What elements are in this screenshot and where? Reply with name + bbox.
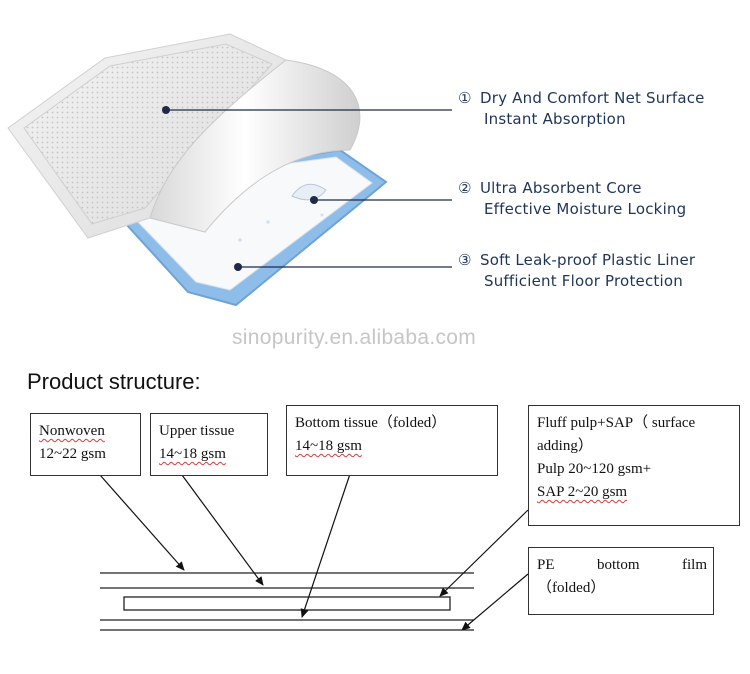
pe-film-line1: PE bottom film — [537, 554, 707, 577]
callout-1-line1: Dry And Comfort Net Surface — [480, 89, 705, 107]
pad-layers-illustration — [7, 33, 452, 307]
fluff-pulp-line3: Pulp 20~120 gsm+ — [537, 461, 652, 477]
label-box-upper-tissue: Upper tissue 14~18 gsm — [150, 413, 268, 476]
arrow-bottom-tissue — [300, 473, 351, 618]
marker-1 — [162, 106, 170, 114]
fluff-pulp-line4: SAP 2~20 gsm — [537, 484, 628, 500]
arrow-nonwoven — [99, 474, 185, 571]
callout-2-line2: Effective Moisture Locking — [484, 200, 687, 218]
bottom-tissue-name: Bottom tissue（folded） — [295, 415, 447, 431]
label-box-pe-film: PE bottom film （folded） — [528, 547, 714, 615]
label-box-nonwoven: Nonwoven 12~22 gsm — [30, 413, 141, 476]
arrow-fluff-pulp — [439, 509, 529, 597]
upper-tissue-spec: 14~18 gsm — [159, 446, 226, 462]
pe-film-word3: film — [682, 557, 707, 573]
fluff-pulp-line2: adding） — [537, 438, 593, 454]
callout-3-line1: Soft Leak-proof Plastic Liner — [480, 251, 696, 269]
pe-film-line2: （folded） — [537, 580, 606, 596]
callout-plastic-liner: ③ Soft Leak-proof Plastic Liner Sufficien… — [458, 250, 695, 292]
upper-tissue-name: Upper tissue — [159, 423, 235, 439]
nonwoven-name: Nonwoven — [39, 423, 105, 439]
callout-absorbent-core: ② Ultra Absorbent Core Effective Moisture… — [458, 178, 687, 220]
callout-number-3: ③ — [458, 251, 472, 269]
arrow-upper-tissue — [181, 474, 264, 586]
label-box-fluff-pulp: Fluff pulp+SAP（ surface adding） Pulp 20~… — [528, 405, 740, 526]
bottom-tissue-spec: 14~18 gsm — [295, 438, 362, 454]
pe-film-word2: bottom — [597, 557, 640, 573]
callout-number-2: ② — [458, 179, 472, 197]
fluff-pulp-line1: Fluff pulp+SAP（ surface — [537, 415, 696, 431]
marker-3 — [234, 263, 242, 271]
peeled-corner — [149, 59, 361, 233]
pe-film-word1: PE — [537, 557, 555, 573]
callout-net-surface: ① Dry And Comfort Net Surface Instant Abs… — [458, 88, 705, 130]
label-box-bottom-tissue: Bottom tissue（folded） 14~18 gsm — [286, 405, 498, 476]
watermark: sinopurity.en.alibaba.com — [232, 326, 477, 349]
section-heading: Product structure: — [27, 369, 201, 394]
arrow-pe-film — [461, 573, 529, 631]
nonwoven-spec: 12~22 gsm — [39, 446, 106, 462]
marker-2 — [310, 196, 318, 204]
callout-1-line2: Instant Absorption — [484, 110, 626, 128]
callout-3-line2: Sufficient Floor Protection — [484, 272, 683, 290]
callout-number-1: ① — [458, 89, 472, 107]
callout-2-line1: Ultra Absorbent Core — [480, 179, 642, 197]
layer-core-rect — [123, 596, 451, 611]
